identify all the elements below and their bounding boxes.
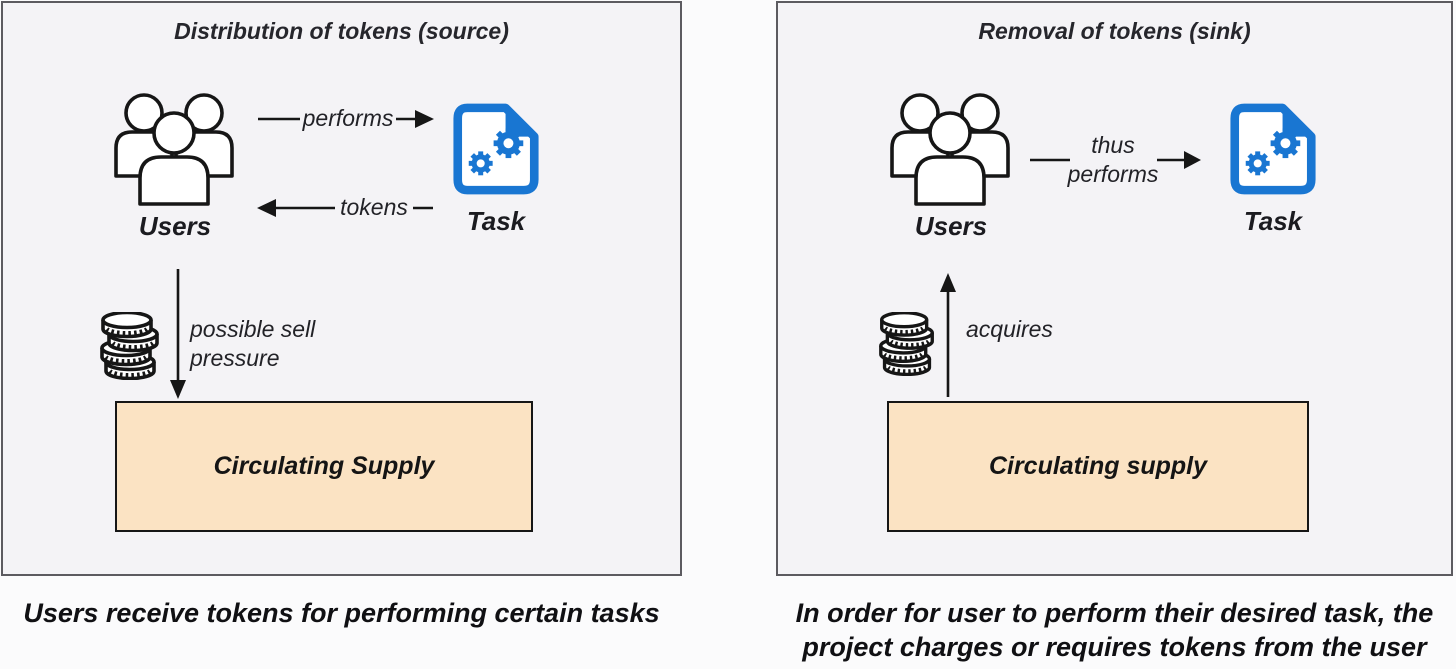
- tokens-arrow: tokens: [253, 194, 435, 222]
- circulating-supply-label: Circulating Supply: [213, 452, 435, 480]
- coins-icon: [878, 312, 936, 376]
- right-caption: In order for user to perform their desir…: [795, 598, 1434, 662]
- circulating-supply-box: Circulating Supply: [115, 401, 533, 532]
- panel-title: Removal of tokens (sink): [978, 18, 1251, 44]
- users-icon: [885, 87, 1015, 207]
- right-arrow-icon: [258, 110, 434, 128]
- thus-performs-label: thus performs: [1067, 132, 1159, 187]
- tokens-arrow-label: tokens: [340, 194, 408, 220]
- panel-distribution: Distribution of tokens (source) Users Ta…: [1, 1, 682, 576]
- circulating-supply-label: Circulating supply: [988, 452, 1208, 480]
- down-arrow-icon: [170, 269, 186, 399]
- task-icon: [1229, 102, 1317, 196]
- users-icon: [109, 87, 239, 207]
- task-icon: [452, 102, 540, 196]
- performs-arrow: performs: [256, 105, 436, 133]
- users-label: Users: [138, 211, 212, 241]
- circulating-supply-box: Circulating supply: [887, 401, 1309, 532]
- acquires-label: acquires: [966, 316, 1053, 342]
- performs-arrow-label: performs: [302, 105, 394, 131]
- users-label: Users: [914, 211, 988, 241]
- panel-removal: Removal of tokens (sink) Users Task thus…: [776, 1, 1453, 576]
- left-caption: Users receive tokens for performing cert…: [23, 598, 660, 628]
- coins-icon: [99, 312, 161, 380]
- right-arrow-icon: [1030, 151, 1201, 169]
- thus-performs-arrow: thus performs: [1028, 129, 1204, 191]
- panel-title: Distribution of tokens (source): [174, 18, 509, 44]
- left-arrow-icon: [257, 199, 433, 217]
- sell-pressure-label: possible sell pressure: [190, 316, 316, 371]
- up-arrow-icon: [940, 273, 956, 397]
- task-label: Task: [466, 206, 526, 236]
- task-label: Task: [1243, 206, 1303, 236]
